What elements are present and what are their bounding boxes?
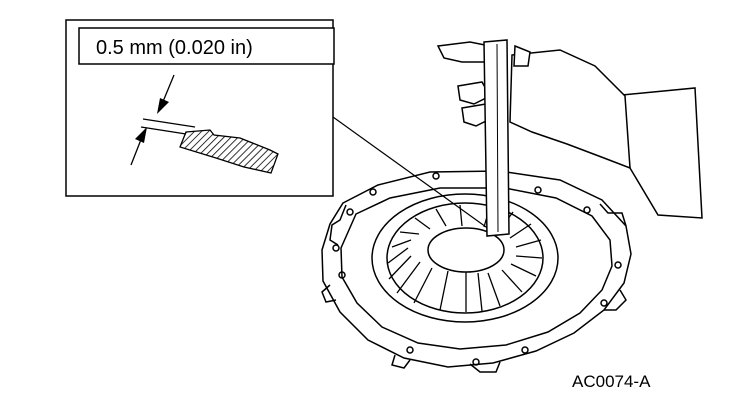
- leader-line: [332, 116, 494, 233]
- gauge-detail: [140, 118, 279, 174]
- spec-label: 0.5 mm (0.020 in): [96, 37, 253, 59]
- clutch-pressure-plate: [321, 170, 632, 373]
- diaphragm-fingers: [387, 204, 543, 312]
- hand-with-straight-edge: [436, 39, 703, 237]
- detail-inset: 0.5 mm (0.020 in): [65, 19, 335, 197]
- spec-label-box: [78, 27, 335, 65]
- figure-id: AC0074-A: [572, 372, 651, 391]
- dimension-arrows: [130, 74, 175, 166]
